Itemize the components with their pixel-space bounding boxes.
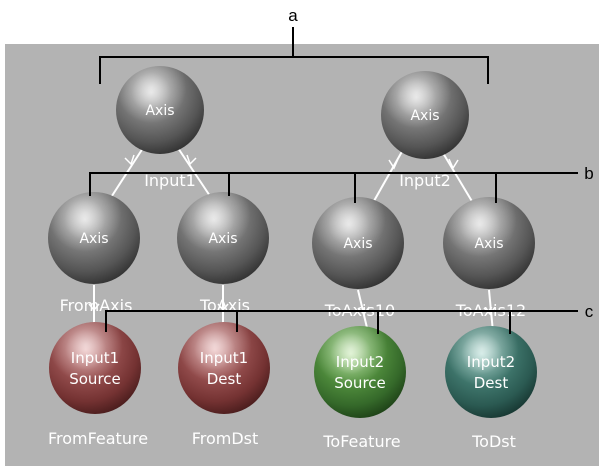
connectors bbox=[93, 147, 494, 333]
bracket-c bbox=[105, 310, 578, 334]
node-input1-source-line2: Source bbox=[69, 370, 121, 388]
caption-to-dst: ToDst bbox=[471, 432, 516, 451]
edge-label-right: Input2 bbox=[399, 171, 451, 190]
caption-from-dst: FromDst bbox=[192, 429, 259, 448]
node-input1-dest[interactable]: Input1 Dest bbox=[178, 322, 270, 414]
node-to-axis10[interactable]: Axis bbox=[312, 197, 404, 289]
caption-from-axis: FromAxis bbox=[60, 296, 133, 315]
node-to-axis[interactable]: Axis bbox=[177, 192, 269, 284]
node-input2-dest-line2: Dest bbox=[474, 374, 509, 392]
node-input1-dest-line2: Dest bbox=[207, 370, 242, 388]
node-to-axis12[interactable]: Axis bbox=[443, 197, 535, 289]
node-top-right-label: Axis bbox=[410, 108, 439, 124]
node-to-axis-label: Axis bbox=[208, 231, 237, 247]
callout-c: c bbox=[585, 302, 594, 321]
caption-to-axis: ToAxis bbox=[199, 296, 250, 315]
node-input2-source-line1: Input2 bbox=[336, 353, 384, 371]
caption-to-feature: ToFeature bbox=[322, 432, 400, 451]
node-top-left[interactable]: Axis bbox=[116, 66, 204, 154]
node-input1-dest-line1: Input1 bbox=[200, 349, 248, 367]
node-input1-source-line1: Input1 bbox=[71, 349, 119, 367]
callout-a: a bbox=[288, 6, 298, 25]
bracket-b bbox=[89, 172, 578, 203]
node-input1-source[interactable]: Input1 Source bbox=[49, 322, 141, 414]
node-input2-source[interactable]: Input2 Source bbox=[314, 326, 406, 418]
node-input2-dest-line1: Input2 bbox=[467, 353, 515, 371]
node-input2-dest[interactable]: Input2 Dest bbox=[445, 326, 537, 418]
node-top-left-label: Axis bbox=[145, 103, 174, 119]
edge-label-left: Input1 bbox=[144, 171, 196, 190]
node-input2-source-line2: Source bbox=[334, 374, 386, 392]
node-top-right[interactable]: Axis bbox=[381, 71, 469, 159]
node-from-axis-label: Axis bbox=[79, 231, 108, 247]
node-from-axis[interactable]: Axis bbox=[48, 192, 140, 284]
node-to-axis10-label: Axis bbox=[343, 236, 372, 252]
bracket-a bbox=[99, 27, 489, 84]
node-to-axis12-label: Axis bbox=[474, 236, 503, 252]
caption-from-feature: FromFeature bbox=[48, 429, 148, 448]
callout-b: b bbox=[584, 164, 593, 183]
